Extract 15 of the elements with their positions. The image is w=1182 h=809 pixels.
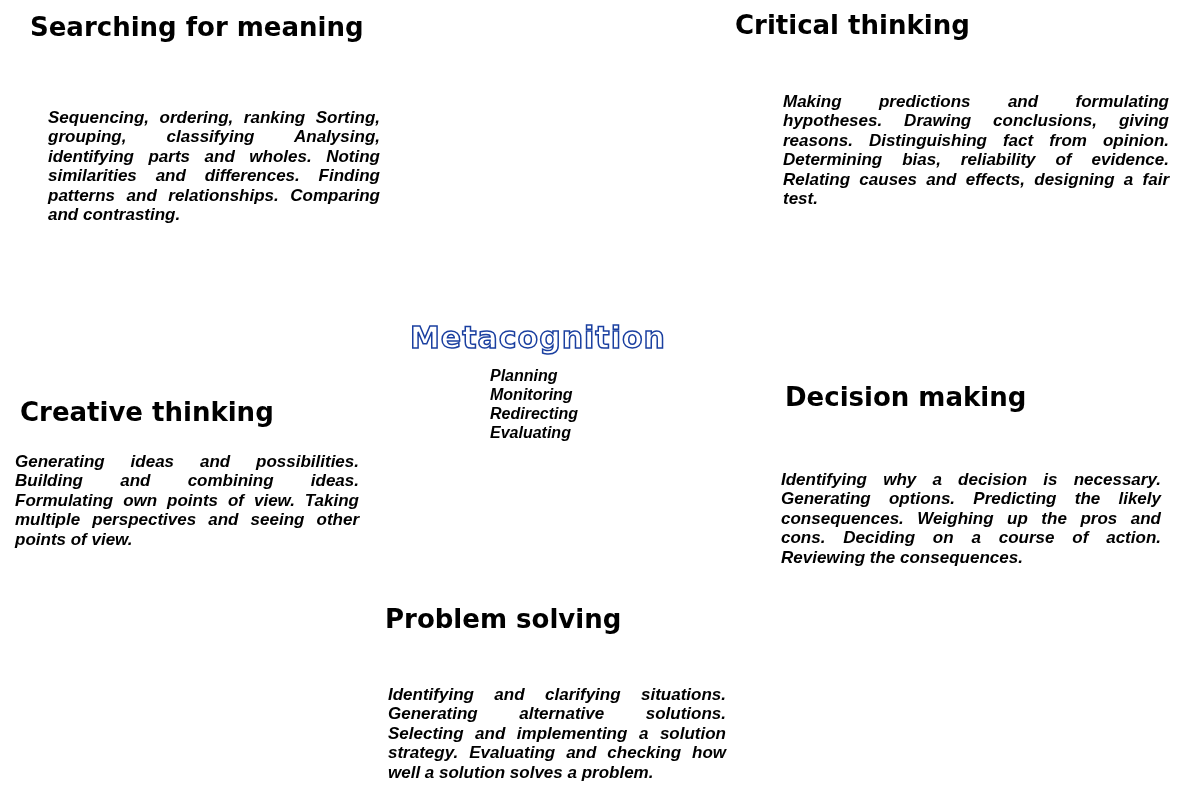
section-heading: Searching for meaning [30, 12, 364, 44]
list-item: Monitoring [490, 385, 573, 404]
description-text: Making predictions and formulating hypotheses. Drawing conclusions, giving reasons. Distinguishing fact from opinion. Determining bias, reliability of evidence. Relating causes and effects, designing a fair test. [783, 92, 1169, 209]
description-text: Identifying why a decision is necessary. Generating options. Predicting the likely consequences. Weighing up the pros and cons. Deciding on a course of action. Reviewing the consequences. [781, 470, 1161, 568]
list-item: Planning [490, 366, 558, 385]
section-heading: Decision making [785, 382, 1027, 414]
section-heading: Metacognition [410, 320, 666, 356]
section-heading: Creative thinking [20, 397, 274, 429]
list-item: Redirecting [490, 404, 578, 423]
section-heading: Critical thinking [735, 10, 970, 42]
section-heading: Problem solving [385, 604, 622, 636]
description-text: Sequencing, ordering, ranking Sorting, grouping, classifying Analysing, identifying parts and wholes. Noting similarities and differences. Finding patterns and relationships. Comparing and contrasting. [48, 108, 380, 225]
description-text: Identifying and clarifying situations. Generating alternative solutions. Selecting and implementing a solution strategy. Evaluating and checking how well a solution solves a problem. [388, 685, 726, 783]
list-item: Evaluating [490, 423, 571, 442]
description-text: Generating ideas and possibilities. Building and combining ideas. Formulating own points of view. Taking multiple perspectives and seeing other points of view. [15, 452, 359, 550]
